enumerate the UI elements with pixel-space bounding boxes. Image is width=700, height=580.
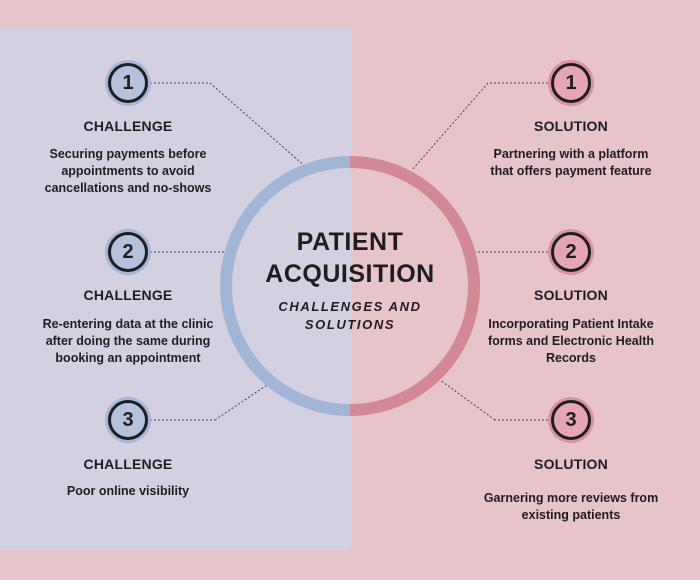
solution-1-number-badge: 1 xyxy=(551,63,591,103)
solution-2-number-badge: 2 xyxy=(551,232,591,272)
ring-right-half xyxy=(349,156,480,416)
solution-1-description: Partnering with a platform that offers p… xyxy=(490,147,652,178)
challenge-1-heading: CHALLENGE xyxy=(83,118,173,134)
ring-left-half xyxy=(220,156,351,416)
center-title-line-1: PATIENT xyxy=(296,228,404,256)
center-title-line-2: ACQUISITION xyxy=(265,260,435,288)
solution-3-heading: SOLUTION xyxy=(534,456,608,472)
solution-3-number-badge: 3 xyxy=(551,400,591,440)
center-subtitle-line-1: CHALLENGES AND xyxy=(278,299,422,314)
solution-1-heading: SOLUTION xyxy=(534,118,608,134)
connector-solution-3-diag xyxy=(439,379,496,421)
challenge-1-description: Securing payments before appointments to… xyxy=(44,147,212,195)
solution-2-heading: SOLUTION xyxy=(534,287,608,303)
challenge-2-number-badge: 2 xyxy=(108,232,148,272)
challenge-2-heading: CHALLENGE xyxy=(83,287,173,303)
challenge-2-description: Re-entering data at the clinic after doi… xyxy=(42,317,214,365)
connector-challenge-1-diag xyxy=(209,82,308,169)
challenge-3-heading: CHALLENGE xyxy=(83,456,173,472)
center-subtitle-line-2: SOLUTIONS xyxy=(304,317,396,332)
solution-2-description: Incorporating Patient Intake forms and E… xyxy=(487,317,654,365)
connector-challenge-3-diag xyxy=(214,382,271,421)
center-subtitle: CHALLENGES AND SOLUTIONS xyxy=(225,298,475,334)
challenge-3-description: Poor online visibility xyxy=(66,484,190,498)
challenge-1-number-badge: 1 xyxy=(108,63,148,103)
challenge-3-number-badge: 3 xyxy=(108,400,148,440)
solution-3-description: Garnering more reviews from existing pat… xyxy=(483,491,659,522)
challenges-panel xyxy=(0,28,351,550)
connector-solution-1-diag xyxy=(411,82,489,171)
